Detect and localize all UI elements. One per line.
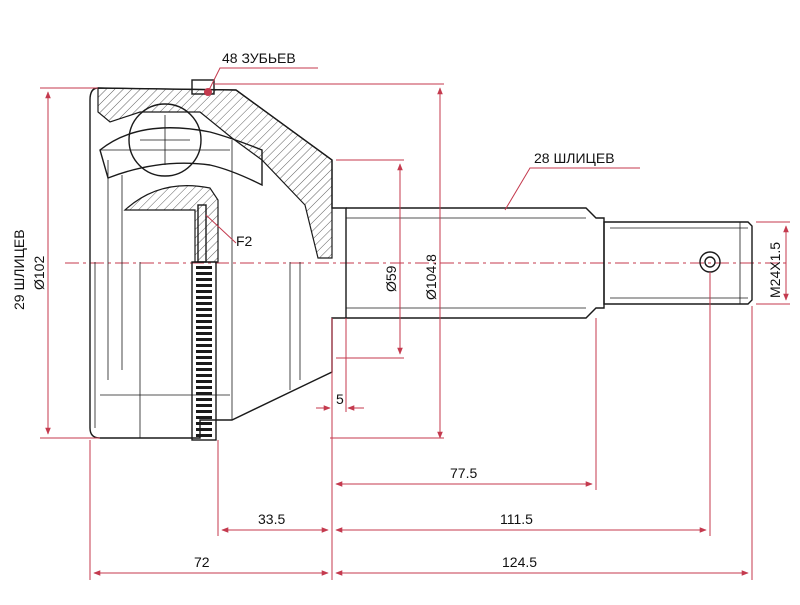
abs-tooth: [196, 272, 212, 275]
abs-tooth: [196, 278, 212, 281]
abs-tooth: [196, 416, 212, 419]
abs-tooth: [196, 350, 212, 353]
pin-hole: [699, 251, 721, 273]
label-dia-102: Ø102: [31, 256, 47, 290]
leader-f2: [205, 214, 237, 244]
abs-tooth: [196, 314, 212, 317]
abs-tooth: [196, 302, 212, 305]
leader-teeth: [207, 67, 318, 93]
label-teeth: 48 ЗУБЬЕВ: [222, 50, 296, 66]
abs-tooth: [196, 284, 212, 287]
ball: [128, 103, 202, 177]
label-outer-splines: 28 ШЛИЦЕВ: [534, 150, 615, 166]
threaded-stub: [603, 221, 753, 305]
abs-tooth: [196, 404, 212, 407]
lug: [191, 79, 215, 95]
abs-tooth: [196, 398, 212, 401]
label-dia-1048: Ø104.8: [423, 254, 439, 300]
abs-tooth: [196, 344, 212, 347]
cage: [99, 127, 263, 187]
abs-tooth: [196, 410, 212, 413]
abs-tooth: [196, 266, 212, 269]
abs-tooth: [196, 320, 212, 323]
label-dia-59: Ø59: [383, 265, 399, 292]
label-dim-1115: 111.5: [500, 511, 533, 527]
abs-tooth: [196, 386, 212, 389]
abs-ring: [191, 261, 217, 441]
label-dim-775: 77.5: [450, 465, 477, 481]
abs-tooth: [196, 368, 212, 371]
label-dim-5: 5: [336, 391, 344, 407]
inner-race: [123, 185, 219, 263]
abs-tooth: [196, 290, 212, 293]
abs-tooth: [196, 332, 212, 335]
label-dim-1245: 124.5: [502, 554, 537, 570]
leader-splines: [504, 167, 640, 211]
abs-tooth: [196, 422, 212, 425]
abs-tooth: [196, 428, 212, 431]
housing-outline: [89, 87, 347, 439]
abs-tooth: [196, 374, 212, 377]
abs-tooth: [196, 392, 212, 395]
abs-tooth: [196, 338, 212, 341]
abs-tooth: [196, 326, 212, 329]
abs-tooth: [196, 308, 212, 311]
label-inner-splines: 29 ШЛИЦЕВ: [11, 229, 27, 310]
abs-tooth: [196, 296, 212, 299]
label-thread: M24X1.5: [767, 242, 783, 298]
abs-tooth: [196, 434, 212, 437]
label-dim-335: 33.5: [258, 511, 285, 527]
abs-tooth: [196, 380, 212, 383]
label-f2: F2: [236, 233, 253, 249]
abs-teeth: [196, 266, 212, 437]
label-dim-72: 72: [194, 554, 210, 570]
abs-tooth: [196, 356, 212, 359]
pin-hole-inner: [704, 256, 716, 268]
abs-tooth: [196, 362, 212, 365]
